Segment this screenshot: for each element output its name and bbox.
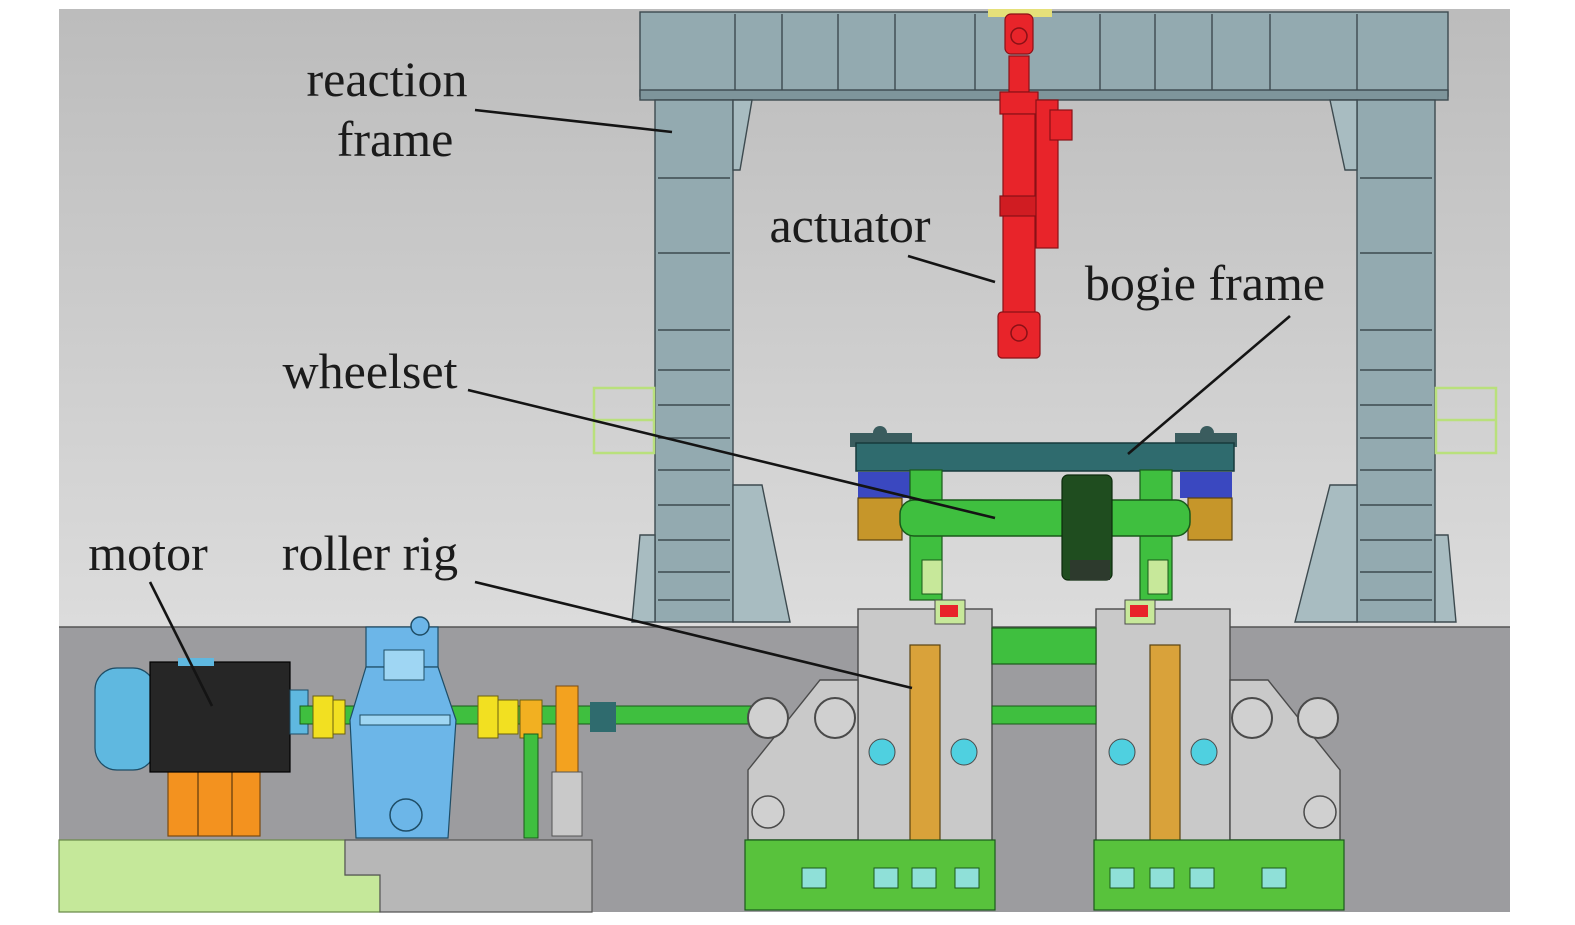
bogie-frame	[850, 426, 1237, 472]
wheelset	[899, 474, 1191, 581]
actuator	[988, 9, 1073, 359]
label-actuator: actuator	[769, 197, 930, 253]
label-motor: motor	[88, 525, 208, 581]
label-reaction-frame-line2: frame	[337, 111, 454, 167]
leader-lines	[148, 108, 1291, 707]
label-wheelset: wheelset	[283, 343, 458, 399]
roller-rig	[744, 599, 1345, 911]
reaction-frame	[592, 11, 1498, 623]
label-bogie-frame: bogie frame	[1085, 255, 1325, 311]
label-reaction-frame-line1: reaction	[306, 51, 467, 107]
background	[59, 9, 1510, 627]
gearbox	[349, 616, 457, 839]
label-roller-rig: roller rig	[282, 525, 458, 581]
motor	[94, 658, 309, 837]
floor-block	[58, 839, 593, 913]
